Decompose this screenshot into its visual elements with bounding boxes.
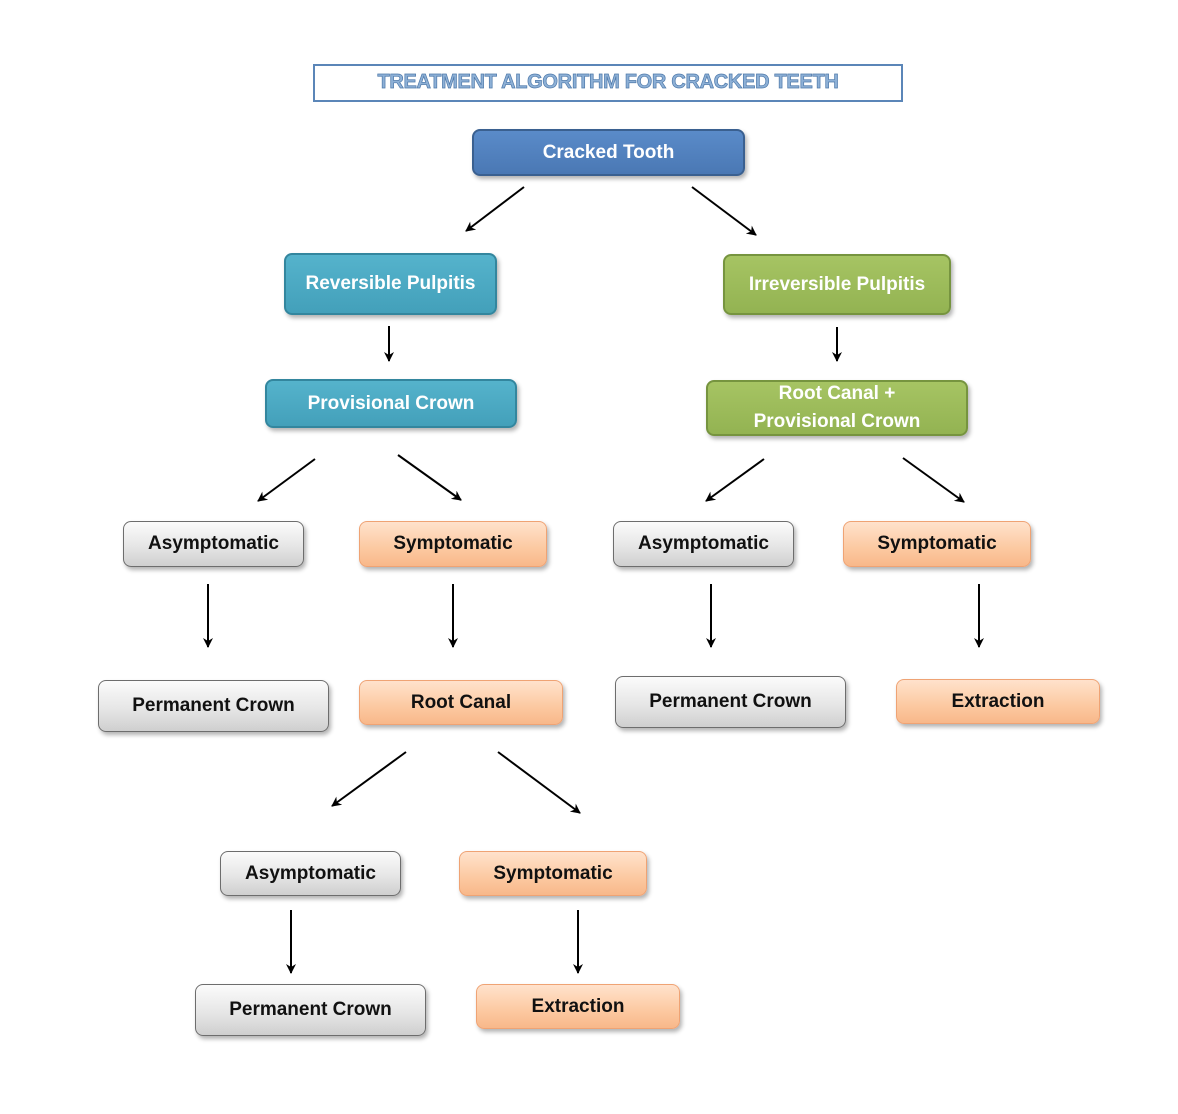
arrow-rootcanal-to-asymptomatic bbox=[331, 751, 407, 807]
diagram-title: TREATMENT ALGORITHM FOR CRACKED TEETH bbox=[377, 71, 839, 94]
node-asymptomatic-reversible: Asymptomatic bbox=[123, 521, 304, 567]
node-extraction-1: Extraction bbox=[896, 679, 1100, 724]
node-symptomatic-irreversible: Symptomatic bbox=[843, 521, 1031, 567]
arrow-cracked-to-reversible bbox=[465, 186, 525, 232]
arrow-rcprov-to-symptomatic bbox=[902, 457, 965, 503]
diagram-title-box: TREATMENT ALGORITHM FOR CRACKED TEETH bbox=[313, 64, 903, 102]
arrow-provisional-to-symptomatic bbox=[397, 454, 462, 501]
node-permanent-crown-1: Permanent Crown bbox=[98, 680, 329, 732]
node-irreversible-pulpitis: Irreversible Pulpitis bbox=[723, 254, 951, 315]
node-asymptomatic-irreversible: Asymptomatic bbox=[613, 521, 794, 567]
node-reversible-pulpitis: Reversible Pulpitis bbox=[284, 253, 497, 315]
node-asymptomatic-rootcanal: Asymptomatic bbox=[220, 851, 401, 896]
node-symptomatic-rootcanal: Symptomatic bbox=[459, 851, 647, 896]
node-cracked-tooth: Cracked Tooth bbox=[472, 129, 745, 176]
node-extraction-2: Extraction bbox=[476, 984, 680, 1029]
node-provisional-crown: Provisional Crown bbox=[265, 379, 517, 428]
arrow-provisional-to-asymptomatic bbox=[257, 458, 316, 502]
arrow-cracked-to-irreversible bbox=[691, 186, 757, 236]
node-permanent-crown-3: Permanent Crown bbox=[195, 984, 426, 1036]
node-symptomatic-reversible: Symptomatic bbox=[359, 521, 547, 567]
node-root-canal: Root Canal bbox=[359, 680, 563, 725]
arrow-rcprov-to-asymptomatic bbox=[705, 458, 765, 502]
node-root-canal-provisional-crown: Root Canal + Provisional Crown bbox=[706, 380, 968, 436]
arrow-rootcanal-to-symptomatic bbox=[497, 751, 581, 814]
node-permanent-crown-2: Permanent Crown bbox=[615, 676, 846, 728]
